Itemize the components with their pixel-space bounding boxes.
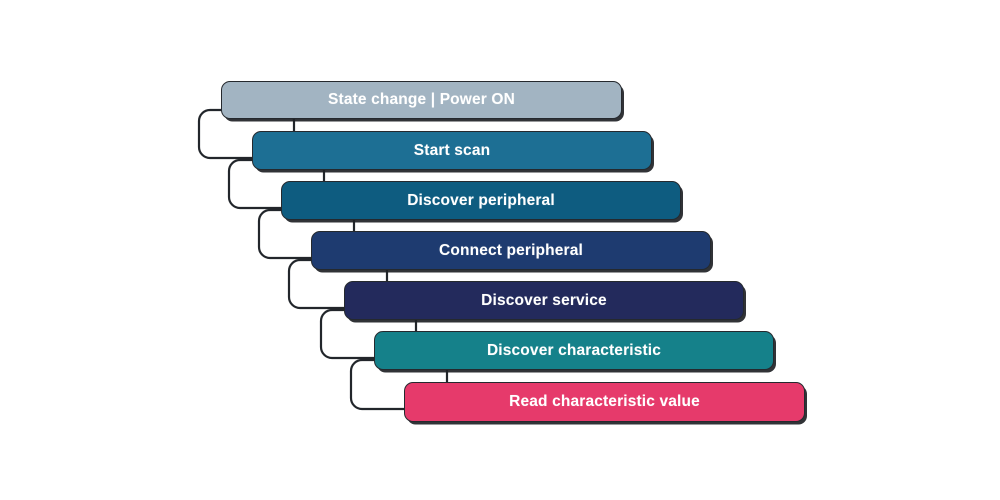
step-bar-state-change-power-on[interactable]: State change | Power ON bbox=[221, 81, 622, 119]
step-bar-discover-peripheral[interactable]: Discover peripheral bbox=[281, 181, 681, 220]
step-label: State change | Power ON bbox=[328, 91, 515, 109]
step-label: Discover characteristic bbox=[486, 341, 662, 359]
step-label: Read characteristic value bbox=[509, 393, 700, 411]
step-label: Connect peripheral bbox=[439, 241, 583, 259]
step-label: Discover peripheral bbox=[407, 191, 555, 209]
step-bar-read-characteristic-value[interactable]: Read characteristic value bbox=[404, 382, 805, 422]
step-bar-connect-peripheral[interactable]: Connect peripheral bbox=[311, 231, 711, 270]
step-label: Discover service bbox=[481, 291, 607, 309]
step-bar-discover-service[interactable]: Discover service bbox=[344, 281, 744, 320]
step-bar-start-scan[interactable]: Start scan bbox=[252, 131, 652, 170]
step-bar-discover-characteristic[interactable]: Discover characteristic bbox=[374, 331, 774, 370]
step-label: Start scan bbox=[413, 141, 491, 159]
